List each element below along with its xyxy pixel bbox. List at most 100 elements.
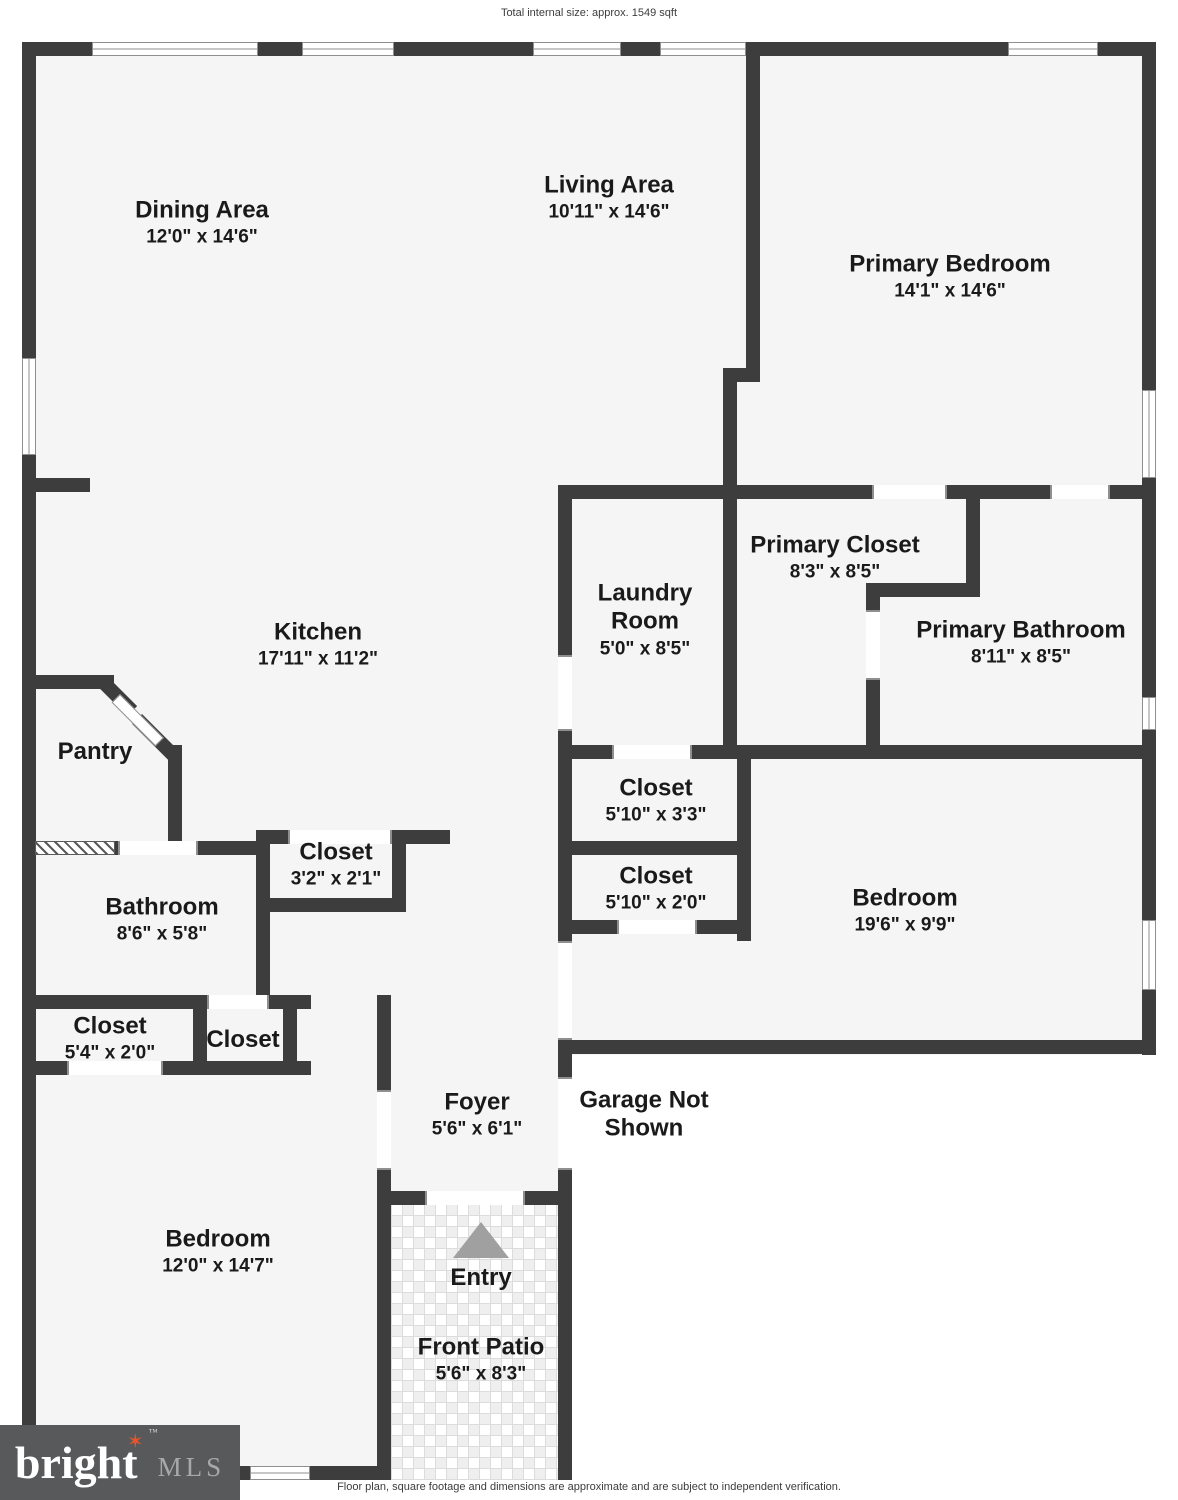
wall-segment xyxy=(377,995,391,1480)
room-name: Dining Area xyxy=(135,196,269,224)
room-label-bathroom: Bathroom 8'6" x 5'8" xyxy=(42,893,282,946)
door-opening xyxy=(1050,485,1110,499)
door-opening xyxy=(67,1061,163,1075)
wall-segment xyxy=(558,841,751,855)
room-label-primary-closet: Primary Closet 8'3" x 8'5" xyxy=(705,531,965,584)
total-size-note: Total internal size: approx. 1549 sqft xyxy=(500,7,678,19)
door-opening xyxy=(377,1090,391,1170)
door-opening xyxy=(617,920,697,934)
star-icon: ✶ xyxy=(126,1430,144,1453)
room-dims: 3'2" x 2'1" xyxy=(290,868,382,890)
door-opening xyxy=(558,1077,572,1170)
room-name: Closet xyxy=(73,1012,147,1040)
logo-brand-text: bright✶™ xyxy=(14,1426,158,1488)
room-label-pantry: Pantry xyxy=(25,738,165,766)
room-label-laundry: Laundry Room 5'0" x 8'5" xyxy=(585,579,705,660)
room-dims: 5'4" x 2'0" xyxy=(64,1042,156,1064)
door-opening xyxy=(558,941,572,1040)
door-opening xyxy=(118,841,198,855)
room-dims: 5'10" x 3'3" xyxy=(605,804,707,826)
wall-segment xyxy=(256,898,406,912)
floor-fill-left-bedroom xyxy=(22,1040,391,1480)
room-dims: 19'6" x 9'9" xyxy=(854,914,956,936)
room-dims: 12'0" x 14'6" xyxy=(146,226,258,248)
room-name: Primary Bathroom xyxy=(916,616,1126,644)
room-label-closet-c: Closet 3'2" x 2'1" xyxy=(271,838,401,891)
room-dims: 5'10" x 2'0" xyxy=(605,892,707,914)
room-name: Bedroom xyxy=(165,1225,271,1253)
wall-segment xyxy=(283,995,297,1075)
room-name: Closet xyxy=(299,838,373,866)
room-label-bedroom-right: Bedroom 19'6" x 9'9" xyxy=(785,884,1025,937)
room-dims: 10'11" x 14'6" xyxy=(548,201,670,223)
room-dims: 5'0" x 8'5" xyxy=(599,637,691,659)
room-name: Front Patio xyxy=(417,1333,545,1361)
door-opening xyxy=(866,610,880,680)
wall-segment xyxy=(22,478,90,492)
room-name: Primary Bedroom xyxy=(849,250,1051,278)
wall-segment xyxy=(746,42,760,382)
room-name: Garage Not Shown xyxy=(579,1086,709,1142)
room-label-closet-d: Closet 5'4" x 2'0" xyxy=(20,1012,200,1065)
room-name: Foyer xyxy=(444,1088,510,1116)
room-name: Bedroom xyxy=(852,884,958,912)
room-dims: 5'6" x 6'1" xyxy=(431,1118,523,1140)
entry-direction-arrow-icon xyxy=(453,1222,509,1258)
wall-segment xyxy=(1142,42,1156,1055)
wall-segment xyxy=(558,485,1156,499)
room-name: Kitchen xyxy=(273,618,362,646)
room-label-primary-bathroom: Primary Bathroom 8'11" x 8'5" xyxy=(861,616,1178,669)
door-opening xyxy=(207,995,269,1009)
room-label-primary-bedroom: Primary Bedroom 14'1" x 14'6" xyxy=(790,250,1110,303)
room-label-entry: Entry xyxy=(411,1264,551,1292)
room-label-closet-a: Closet 5'10" x 3'3" xyxy=(556,774,756,827)
disclaimer-note: Floor plan, square footage and dimension… xyxy=(337,1481,841,1493)
wall-segment xyxy=(558,745,1156,759)
wall-segment xyxy=(168,745,182,855)
door-opening xyxy=(612,745,692,759)
window xyxy=(533,42,621,56)
room-name: Pantry xyxy=(57,737,133,765)
room-dims: 8'3" x 8'5" xyxy=(789,561,881,583)
door-opening xyxy=(288,830,392,844)
window xyxy=(92,42,258,56)
window xyxy=(1142,697,1156,730)
floor-fill-foyer xyxy=(391,1040,558,1205)
room-label-garage: Garage Not Shown xyxy=(569,1087,719,1144)
room-name: Closet xyxy=(619,862,693,890)
room-name: Closet xyxy=(619,774,693,802)
wall-segment xyxy=(163,1061,311,1075)
room-label-bedroom-left: Bedroom 12'0" x 14'7" xyxy=(98,1225,338,1278)
room-name: Closet xyxy=(206,1025,280,1053)
room-dims: 8'6" x 5'8" xyxy=(116,923,208,945)
window xyxy=(1142,390,1156,478)
wall-segment xyxy=(723,485,737,759)
room-dims: 12'0" x 14'7" xyxy=(162,1255,274,1277)
room-dims: 8'11" x 8'5" xyxy=(971,646,1071,668)
wall-segment xyxy=(392,830,450,844)
logo-mls-text: MLS xyxy=(157,1452,226,1482)
door-opening xyxy=(872,485,947,499)
wall-segment xyxy=(22,675,114,689)
window xyxy=(1142,920,1156,990)
wall-segment xyxy=(723,368,737,499)
window xyxy=(250,1466,310,1480)
wall-segment xyxy=(193,995,207,1075)
room-name: Living Area xyxy=(544,171,674,199)
door-opening xyxy=(558,655,572,731)
room-name: Laundry Room xyxy=(597,579,693,635)
room-label-closet-e: Closet xyxy=(183,1026,303,1054)
room-dims: 17'11" x 11'2" xyxy=(257,648,379,670)
room-label-closet-b: Closet 5'10" x 2'0" xyxy=(556,862,756,915)
room-name: Bathroom xyxy=(105,893,219,921)
window xyxy=(660,42,746,56)
wall-segment xyxy=(866,583,980,597)
wall-segment xyxy=(392,830,406,912)
bright-mls-logo: bright✶™ MLS xyxy=(0,1425,240,1500)
wall-segment xyxy=(966,485,980,597)
room-label-kitchen: Kitchen 17'11" x 11'2" xyxy=(188,618,448,671)
room-dims: 14'1" x 14'6" xyxy=(894,280,1006,302)
room-label-living: Living Area 10'11" x 14'6" xyxy=(479,171,739,224)
room-dims: 5'6" x 8'3" xyxy=(435,1363,527,1385)
